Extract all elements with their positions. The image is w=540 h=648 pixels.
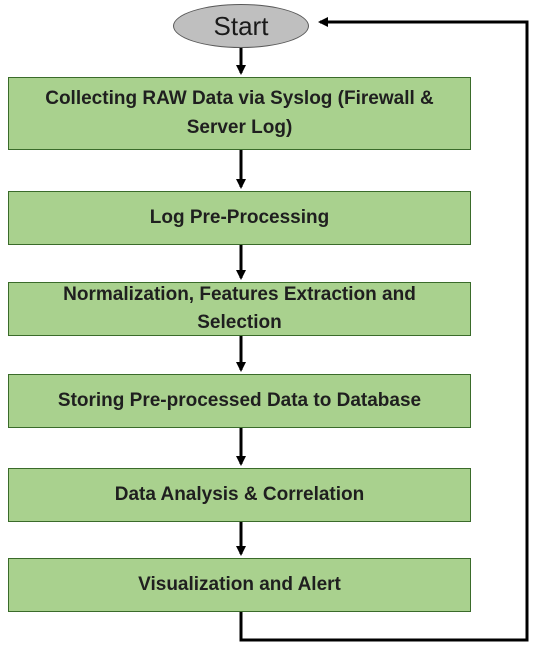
step-log-preprocessing: Log Pre-Processing — [8, 191, 471, 245]
step-label: Visualization and Alert — [138, 573, 341, 595]
step-visualization-alert: Visualization and Alert — [8, 558, 471, 612]
loop-back-arrow — [239, 17, 529, 642]
step-data-analysis: Data Analysis & Correlation — [8, 468, 471, 522]
step-storing-data: Storing Pre-processed Data to Database — [8, 374, 471, 428]
step-label: Normalization, Features Extraction and S… — [63, 283, 416, 334]
step-label: Collecting RAW Data via Syslog (Firewall… — [45, 88, 434, 138]
step-label: Data Analysis & Correlation — [114, 483, 365, 505]
step-collect-raw-data: Collecting RAW Data via Syslog (Firewall… — [8, 77, 471, 150]
step-label: Storing Pre-processed Data to Database — [57, 389, 422, 411]
step-normalization: Normalization, Features Extraction and S… — [8, 282, 471, 336]
start-label: Start — [213, 10, 269, 41]
start-node: Start — [173, 4, 309, 48]
step-label: Log Pre-Processing — [149, 206, 330, 228]
